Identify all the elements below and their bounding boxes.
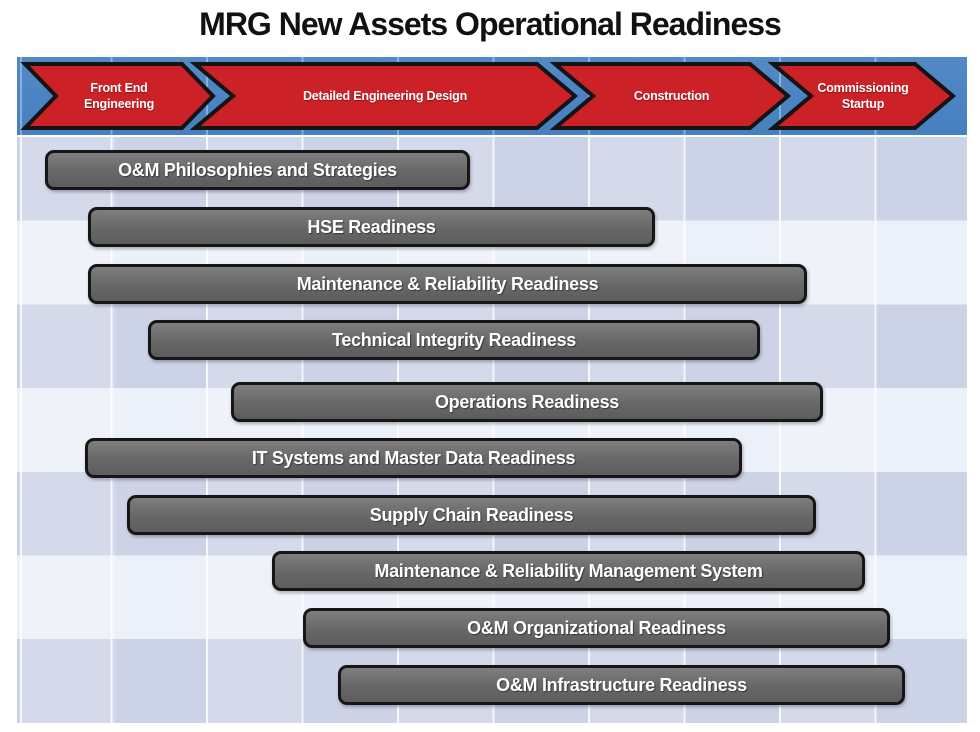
- phase-arrow-commissioning-startup: [767, 62, 957, 130]
- phase-arrows: [20, 62, 957, 130]
- phase-arrow-front-end-engineering: [20, 62, 216, 130]
- phase-band: Front End Engineering Detailed Engineeri…: [17, 57, 967, 135]
- phase-arrow-detailed-engineering-design: [189, 62, 579, 130]
- phase-arrow-construction: [549, 62, 792, 130]
- plot-background: [17, 137, 967, 723]
- diagram-title: MRG New Assets Operational Readiness: [199, 6, 782, 42]
